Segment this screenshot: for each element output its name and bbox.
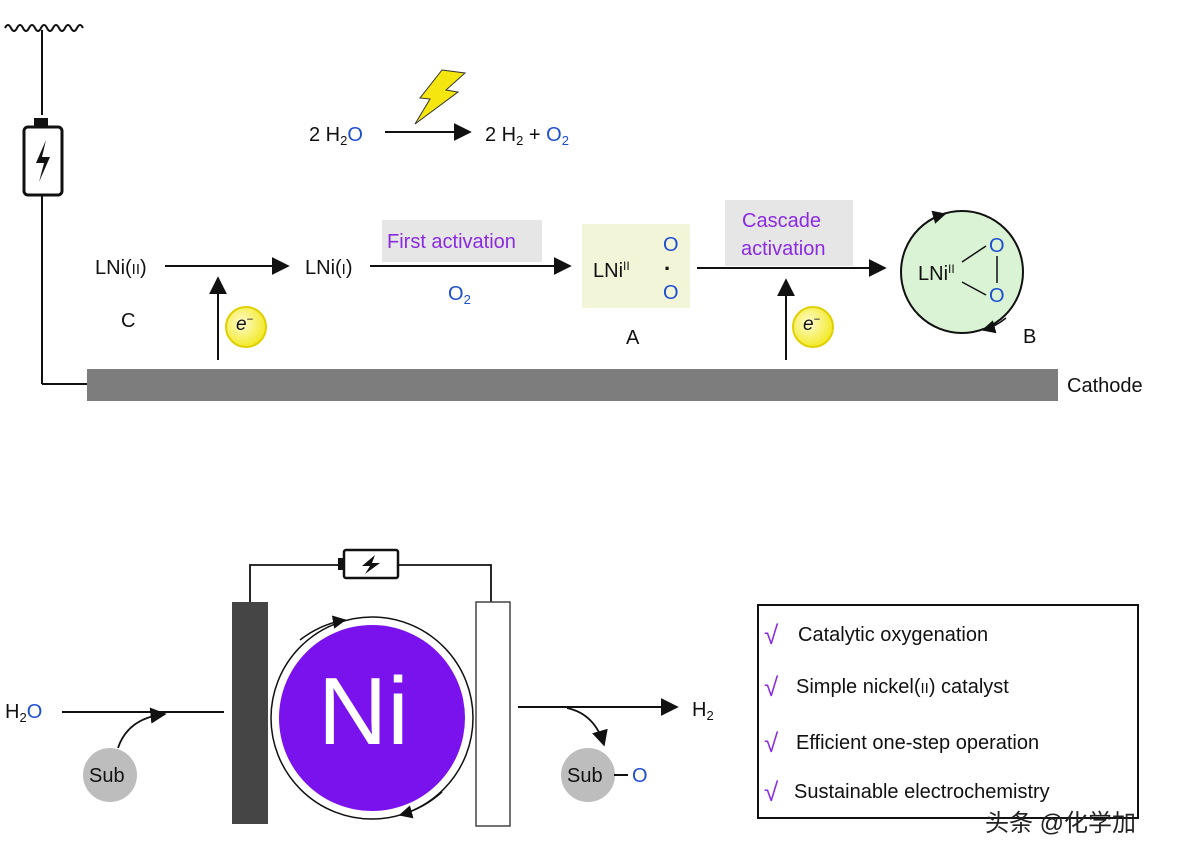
species-b-circle xyxy=(900,210,1024,334)
features-box xyxy=(757,604,1139,819)
wavy-wire xyxy=(4,24,84,32)
check-icon-2: √ xyxy=(764,672,779,702)
feature-2: Simple nickel(II) catalyst xyxy=(796,676,1009,698)
electron-right xyxy=(792,306,834,348)
equation-left: 2 H2O xyxy=(309,124,363,148)
species-a-box xyxy=(582,224,690,308)
species-a-metal: LNiII xyxy=(593,259,630,283)
electron-left-label: e− xyxy=(236,314,254,335)
species-b-o-top: O xyxy=(989,235,1005,257)
species-a-o-top: O xyxy=(663,234,679,256)
electron-right-label: e− xyxy=(803,314,821,335)
battery-icon xyxy=(22,118,64,197)
substrate-right-label: Sub xyxy=(567,765,603,787)
species-c: LNi(II) xyxy=(95,257,147,279)
substrate-left-label: Sub xyxy=(89,765,125,787)
cascade-activation-line1: Cascade xyxy=(742,210,821,232)
feature-4: Sustainable electrochemistry xyxy=(794,781,1050,803)
species-a-o-bottom: O xyxy=(663,282,679,304)
check-icon-4: √ xyxy=(764,777,779,807)
ni-catalyst-circle xyxy=(270,616,474,820)
first-activation-box xyxy=(382,220,542,262)
equation-right: 2 H2 + O2 xyxy=(485,124,569,148)
cascade-activation-box xyxy=(725,200,853,266)
cathode-electrode xyxy=(475,601,511,827)
cathode-bar xyxy=(87,369,1058,401)
check-icon-1: √ xyxy=(764,620,779,650)
h2o-label: H2O xyxy=(5,701,43,725)
species-b-o-bottom: O xyxy=(989,285,1005,307)
lightning-bolt-icon xyxy=(414,69,467,125)
first-activation-label: First activation xyxy=(387,231,516,253)
ni-label: Ni xyxy=(318,658,409,765)
anode-electrode xyxy=(232,602,268,824)
species-a-radical: · xyxy=(664,256,672,281)
label-a: A xyxy=(626,327,640,349)
substrate-left xyxy=(83,748,137,802)
label-b: B xyxy=(1023,326,1037,348)
small-battery-icon xyxy=(338,548,400,580)
species-b-metal: LNiII xyxy=(918,262,955,286)
electron-left xyxy=(225,306,267,348)
label-c: C xyxy=(121,310,136,332)
h2-label: H2 xyxy=(692,699,714,723)
watermark: 头条 @化学加 xyxy=(985,810,1137,837)
feature-1: Catalytic oxygenation xyxy=(798,624,989,646)
cascade-activation-line2: activation xyxy=(741,238,826,260)
check-icon-3: √ xyxy=(764,728,779,758)
o2-reagent: O2 xyxy=(448,283,471,307)
oxygenated-o-label: O xyxy=(632,765,648,787)
feature-3: Efficient one-step operation xyxy=(796,732,1040,754)
cathode-label: Cathode xyxy=(1067,375,1143,397)
substrate-right xyxy=(561,748,615,802)
species-ni-i: LNi(I) xyxy=(305,257,353,279)
